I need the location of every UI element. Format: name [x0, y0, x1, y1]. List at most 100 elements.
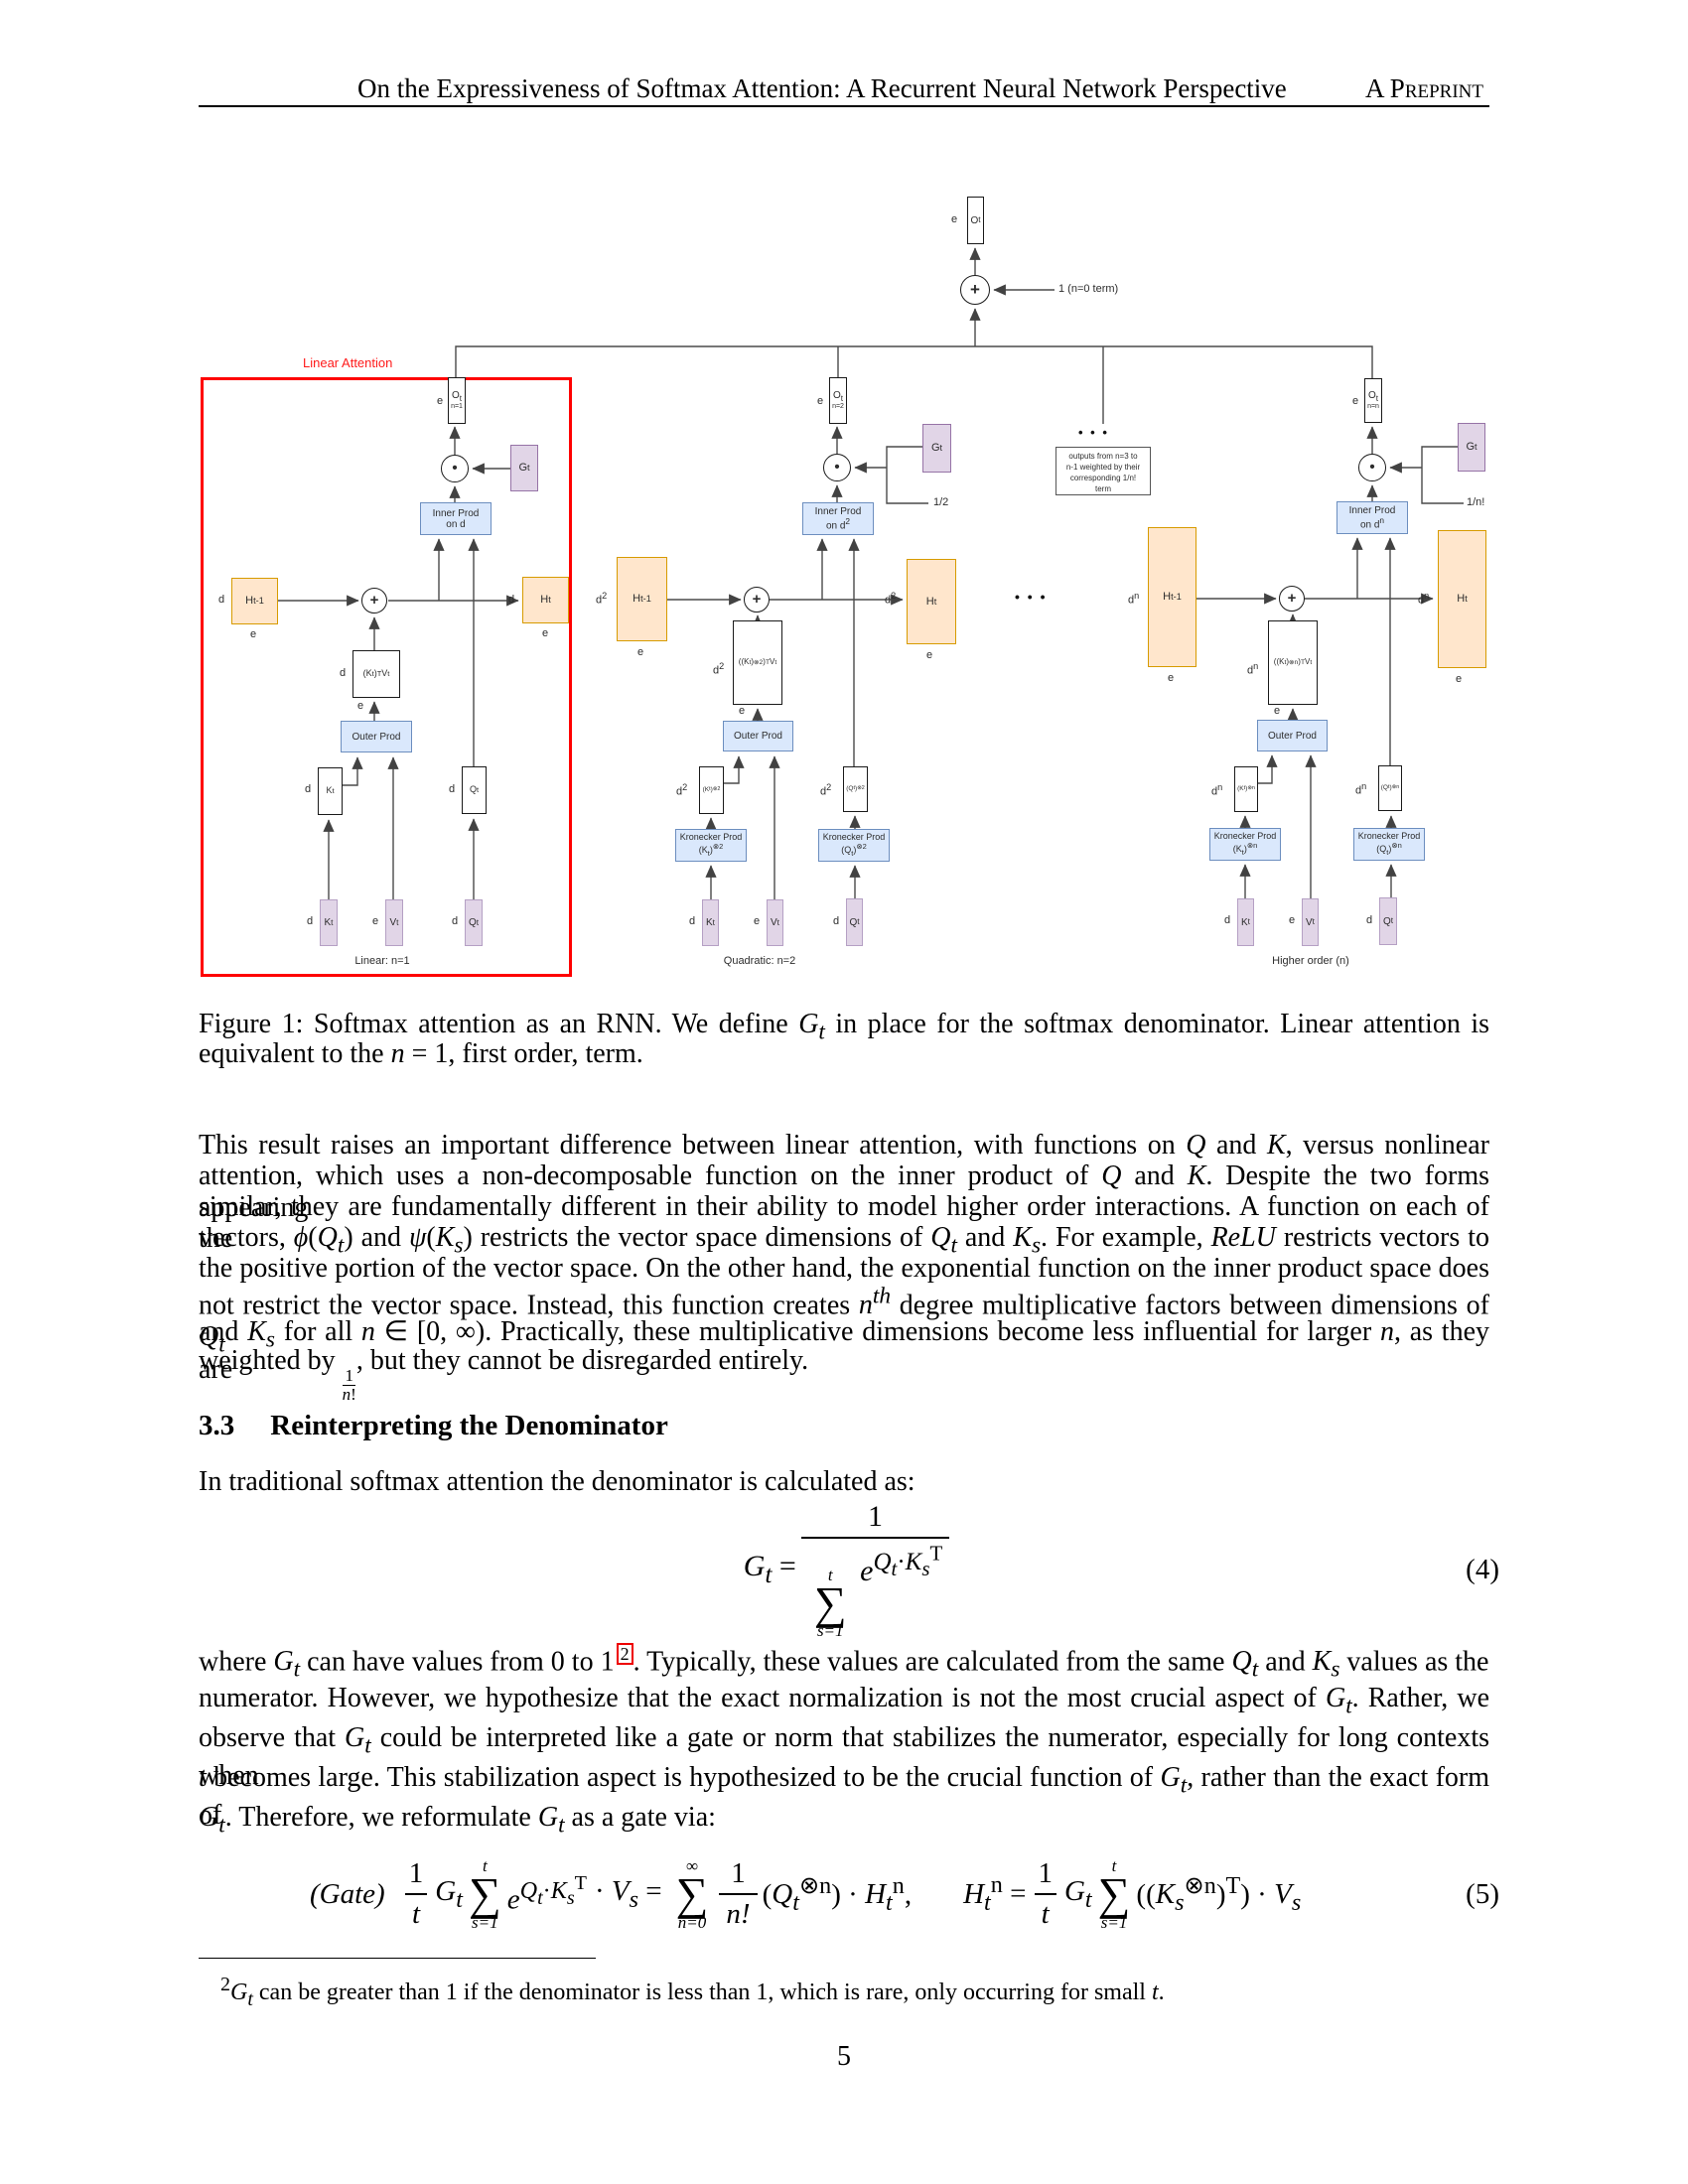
sum-lower: s=1 [472, 1912, 498, 1932]
inner-prod-line2: on d2 [825, 515, 851, 532]
eq5-term3: ((Ks⊗n)T) · Vs [1136, 1871, 1302, 1917]
gate-label: (Gate) [310, 1877, 385, 1910]
dim-label-d2: d2 [713, 661, 725, 677]
kron-line1: Kronecker Prod [679, 832, 743, 843]
kronecker-prod-q-higher: Kronecker Prod (Qt)⊗n [1353, 828, 1425, 861]
eq5-hidden-lhs: Htn = [963, 1871, 1027, 1916]
paragraph-line: vectors, ϕ(Qt) and ψ(Ks) restricts the v… [199, 1222, 1489, 1259]
dim-label-d: d [218, 594, 225, 606]
note-line: outputs from n=3 to [1068, 452, 1138, 461]
gate-symbol: Gt [435, 1874, 463, 1913]
sum-upper: ∞ [685, 1856, 699, 1876]
note-line: n-1 weighted by their [1065, 463, 1141, 472]
equation-5: (Gate) 1 t Gt t ∑ s=1 eQt·KsT · Vs = ∞ ∑… [199, 1844, 1499, 1944]
dim-label-dn: dn [1247, 661, 1259, 677]
figure-caption-line2: equivalent to the n = 1, first order, te… [199, 1038, 643, 1069]
paper-running-title: On the Expressiveness of Softmax Attenti… [357, 73, 1287, 103]
column-caption-higher: Higher order (n) [1272, 955, 1349, 967]
output-symbol: Ot [451, 390, 463, 404]
dim-label-d: d [1366, 914, 1373, 926]
dim-label-e: e [437, 395, 444, 407]
dim-label-d: d [305, 783, 312, 795]
paragraph-line: observe that Gt could be interpreted lik… [199, 1722, 1489, 1791]
dim-label-e: e [951, 213, 958, 225]
frac-den: t [1034, 1893, 1056, 1931]
dim-label-d2: d2 [596, 591, 608, 607]
dim-label-e: e [754, 915, 761, 927]
kron-line2: (Qt)⊗n [1376, 840, 1402, 857]
eq4-lhs: Gt = [743, 1550, 796, 1588]
dot-product-node-higher: • [1358, 454, 1386, 481]
dim-label-d2: d2 [676, 782, 688, 798]
footnote-text: 2Gt can be greater than 1 if the denomin… [220, 1974, 1165, 2010]
column-caption-quadratic: Quadratic: n=2 [723, 955, 796, 967]
output-order: n=2 [832, 403, 844, 411]
dim-label-e: e [926, 649, 933, 661]
dot-product-node-quadratic: • [823, 454, 851, 481]
paragraph-line: This result raises an important differen… [199, 1130, 1489, 1160]
inner-prod-box-linear: Inner Prod on d [420, 502, 492, 535]
paragraph-line: not restrict the vector space. Instead, … [199, 1284, 1489, 1358]
eq5-frac-1t: 1 t [402, 1857, 431, 1931]
footnote-rule [199, 1958, 596, 1959]
dim-label-e: e [1289, 914, 1296, 926]
sum-node-quadratic: + [744, 587, 770, 613]
dim-label-e: e [372, 915, 379, 927]
sigma-glyph: ∑ [468, 1868, 501, 1920]
dim-label-dn: dn [1128, 591, 1140, 607]
linear-attention-label: Linear Attention [303, 355, 393, 370]
summation: t ∑ s=1 [469, 1857, 501, 1930]
outer-prod-box-higher: Outer Prod [1257, 720, 1328, 751]
inner-prod-line2: on dn [1359, 514, 1385, 531]
eq4-tag: (4) [1466, 1553, 1499, 1585]
dim-label-d: d [452, 915, 459, 927]
kron-line1: Kronecker Prod [1357, 831, 1421, 842]
where-text-b: . Typically, these values are calculated… [633, 1646, 1489, 1683]
summation: t ∑ s=1 [814, 1567, 847, 1639]
note-line: term [1095, 484, 1111, 493]
output-box-higher: Ot n=n [1364, 378, 1382, 423]
kron-line2: (Kt)⊗n [1232, 840, 1258, 857]
sum-lower: n=0 [677, 1912, 707, 1932]
header-rule [199, 105, 1489, 107]
dim-label-d: d [689, 915, 696, 927]
dot-product-node-linear: • [441, 455, 469, 482]
dim-label-dn: dn [1418, 591, 1430, 607]
dim-label-e: e [250, 628, 257, 640]
sum-node-top: + [960, 275, 990, 305]
dim-label-d: d [833, 915, 840, 927]
paragraph-line: numerator. However, we hypothesize that … [199, 1683, 1489, 1719]
summation: ∞ ∑ n=0 [676, 1857, 709, 1930]
output-box-quadratic: Ot n=2 [829, 377, 847, 424]
dim-label-d2: d2 [885, 591, 897, 607]
sum-upper: t [1111, 1856, 1117, 1876]
inner-prod-line1: Inner Prod [432, 507, 480, 519]
exp-term: eQt·KsT [506, 1871, 587, 1916]
sum-upper: t [827, 1566, 833, 1585]
frac-den: t [404, 1893, 428, 1931]
dim-label-e: e [1168, 672, 1175, 684]
sigma-glyph: ∑ [675, 1868, 709, 1920]
dim-label-dn: dn [1355, 781, 1367, 797]
inner-prod-line1: Inner Prod [1348, 504, 1396, 516]
frac-num: 1 [408, 1857, 424, 1889]
footnote-marker-link[interactable]: 2 [616, 1643, 633, 1665]
n0-term-label: 1 (n=0 term) [1058, 283, 1119, 295]
dim-label-d: d [307, 915, 314, 927]
intro-line: In traditional softmax attention the den… [199, 1466, 915, 1497]
paragraph-line: attention, which uses a non-decomposable… [199, 1160, 1489, 1223]
frac-den: n! [719, 1893, 758, 1931]
